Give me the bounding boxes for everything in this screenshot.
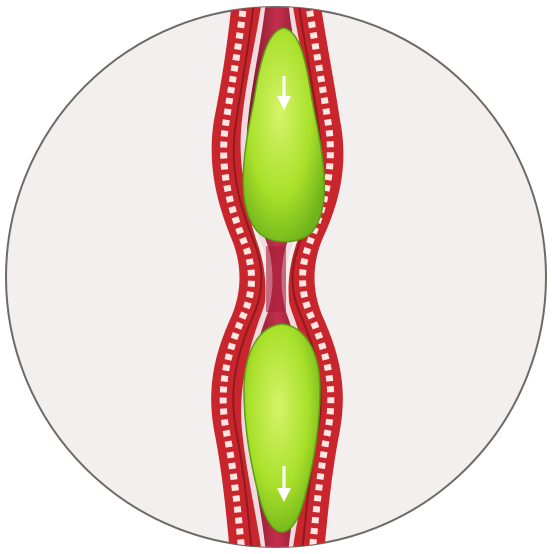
muscle-contraction [266,246,286,312]
